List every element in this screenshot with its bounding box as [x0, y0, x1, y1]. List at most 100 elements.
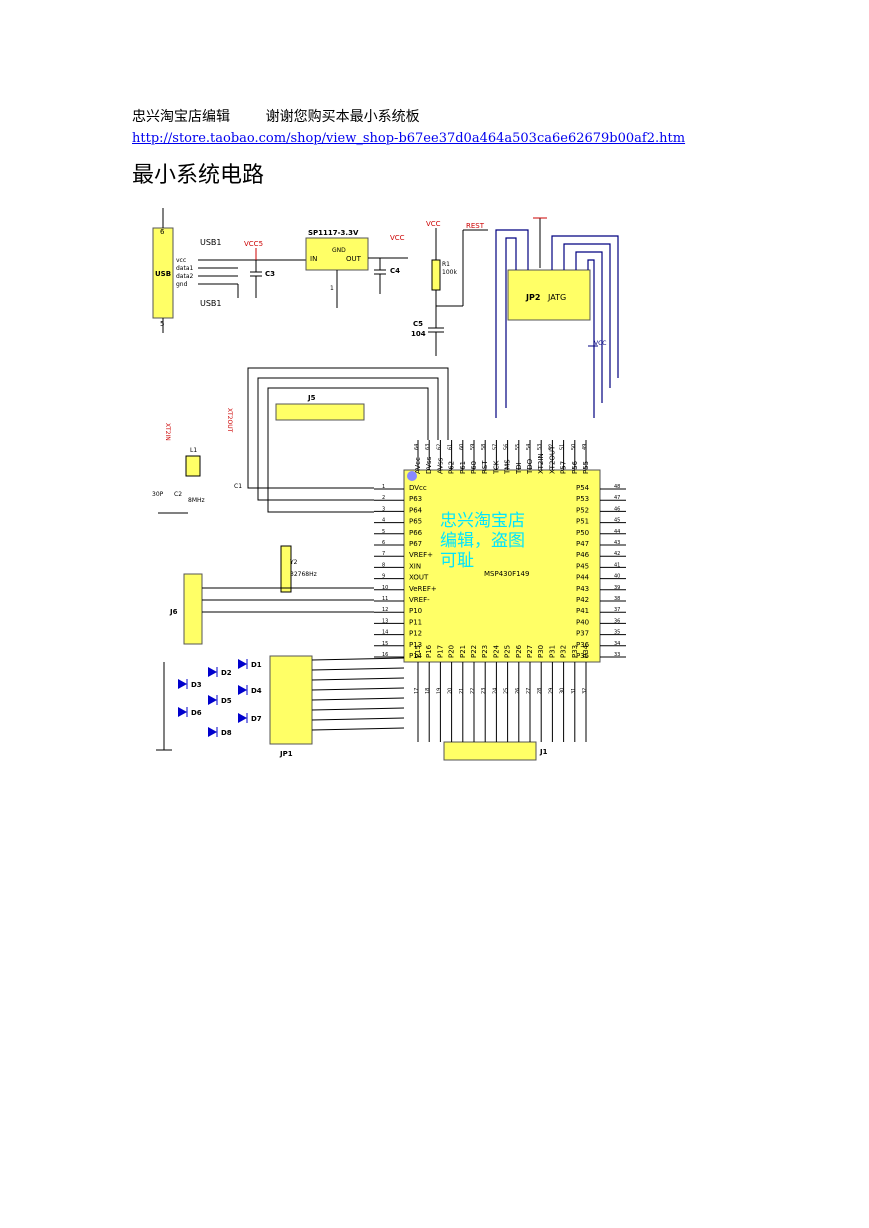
mcu-left-num: 14: [382, 630, 388, 636]
thanks-text: 谢谢您购买本最小系统板: [265, 109, 420, 125]
mcu-right-pin: P45: [576, 562, 589, 570]
mcu-left-num: 4: [382, 518, 385, 524]
crystal-y2: [280, 545, 292, 593]
regulator-pin-gnd: 1: [330, 285, 334, 292]
usb-pin-5: 5: [160, 320, 164, 328]
mcu-top-num: 63: [425, 444, 431, 450]
mcu-right-num: 46: [614, 506, 620, 512]
mcu-bottom-pin: P25: [504, 645, 512, 658]
net-vcc-jtag: VCC: [594, 340, 606, 347]
mcu-right-pin: P50: [576, 529, 589, 537]
c5-value: 104: [411, 330, 426, 338]
usb-pin-data2: data2: [176, 273, 194, 280]
mcu-right-pin: P44: [576, 574, 590, 582]
mcu-bottom-num: 21: [459, 688, 465, 694]
mcu-top-num: 52: [548, 444, 554, 450]
mcu-bottom-num: 31: [571, 688, 577, 694]
jtag-label: JATG: [547, 293, 566, 302]
net-rest: REST: [466, 222, 485, 230]
mcu-right-num: 48: [614, 484, 620, 490]
mcu-left-num: 8: [382, 562, 385, 568]
mcu-left-pin: P12: [409, 630, 422, 638]
jp1-label: JP1: [279, 750, 293, 758]
c4-label: C4: [390, 267, 400, 275]
usb-pin-data1: data1: [176, 265, 194, 272]
mcu-bottom-pin: P22: [470, 645, 478, 658]
led-label: D3: [191, 681, 202, 689]
mcu-left-num: 13: [382, 618, 388, 624]
mcu-left-num: 12: [382, 607, 388, 613]
mcu-right-num: 47: [614, 495, 620, 501]
mcu-left-pin: P64: [409, 506, 423, 514]
mcu-left-pin: VREF-: [409, 596, 430, 604]
mcu-left-pin: P14: [409, 652, 423, 660]
regulator-gnd: GND: [332, 247, 346, 254]
header-j1: [443, 741, 537, 761]
j1-label: J1: [539, 748, 548, 756]
led-d8-icon: [208, 727, 217, 737]
mcu-right-num: 42: [614, 551, 620, 557]
mcu-left-pin: P10: [409, 607, 422, 615]
mcu-watermark-1: 忠兴淘宝店: [440, 511, 525, 531]
header-j5: [275, 403, 365, 421]
mcu-top-num: 62: [436, 444, 442, 450]
usb-pin-6: 6: [160, 228, 165, 236]
led-d6-icon: [178, 707, 187, 717]
mcu-bottom-pin: P27: [526, 645, 534, 658]
crystal-y2-value: 32768Hz: [290, 571, 317, 578]
mcu-right-pin: P36: [576, 641, 590, 649]
mcu-watermark-3: 可耻: [440, 551, 474, 571]
mcu-bottom-num: 19: [436, 688, 442, 694]
led-d4-icon: [238, 685, 247, 695]
c2-label: C2: [174, 491, 182, 498]
mcu-bottom-num: 28: [537, 688, 543, 694]
r1-label: R1: [442, 261, 450, 268]
mcu-left-num: 5: [382, 529, 385, 535]
store-link[interactable]: http://store.taobao.com/shop/view_shop-b…: [132, 131, 686, 146]
mcu-right-pin: P53: [576, 495, 589, 503]
mcu-right-num: 34: [614, 641, 620, 647]
mcu-bottom-num: 17: [414, 688, 420, 694]
header-jp1: [269, 655, 313, 745]
mcu-right-pin: P35: [576, 652, 589, 660]
mcu-bottom-num: 24: [492, 688, 498, 694]
net-vcc5: VCC5: [244, 240, 263, 248]
c5-label: C5: [413, 320, 423, 328]
mcu-right-pin: P40: [576, 618, 589, 626]
regulator-out: OUT: [346, 255, 362, 263]
led-d3-icon: [178, 679, 187, 689]
mcu-right-pin: P41: [576, 607, 589, 615]
mcu-bottom-pin: P33: [571, 645, 579, 658]
c-value: 30P: [152, 491, 164, 498]
mcu-left-num: 3: [382, 506, 385, 512]
mcu-right-num: 33: [614, 652, 620, 658]
mcu-top-num: 57: [492, 444, 498, 450]
r1-value: 100k: [442, 269, 457, 276]
mcu-bottom-num: 25: [504, 688, 510, 694]
mcu-right-pin: P54: [576, 484, 590, 492]
mcu-left-num: 11: [382, 596, 388, 602]
j6-label: J6: [169, 608, 178, 616]
mcu-top-num: 50: [571, 444, 577, 450]
jtag-header: [507, 269, 591, 321]
mcu-right-pin: P47: [576, 540, 589, 548]
mcu-bottom-num: 32: [582, 688, 588, 694]
mcu-left-pin: DVcc: [409, 484, 427, 492]
net-xt2in-left: XT2IN: [164, 423, 171, 441]
mcu-top-num: 53: [537, 444, 543, 450]
mcu-left-pin: P63: [409, 495, 422, 503]
led-label: D5: [221, 697, 232, 705]
mcu-right-pin: P42: [576, 596, 589, 604]
shop-name: 忠兴淘宝店编辑: [132, 109, 230, 125]
resistor-r1: [431, 259, 441, 291]
mcu-left-num: 2: [382, 495, 385, 501]
mcu-bottom-num: 22: [470, 688, 476, 694]
regulator-in: IN: [310, 255, 317, 263]
led-label: D6: [191, 709, 202, 717]
mcu-bottom-num: 18: [425, 688, 431, 694]
mcu-left-num: 10: [382, 585, 388, 591]
mcu-bottom-pin: P16: [425, 644, 433, 658]
regulator-part: SP1117-3.3V: [308, 229, 359, 237]
mcu-right-pin: P37: [576, 630, 589, 638]
mcu-right-num: 39: [614, 585, 620, 591]
